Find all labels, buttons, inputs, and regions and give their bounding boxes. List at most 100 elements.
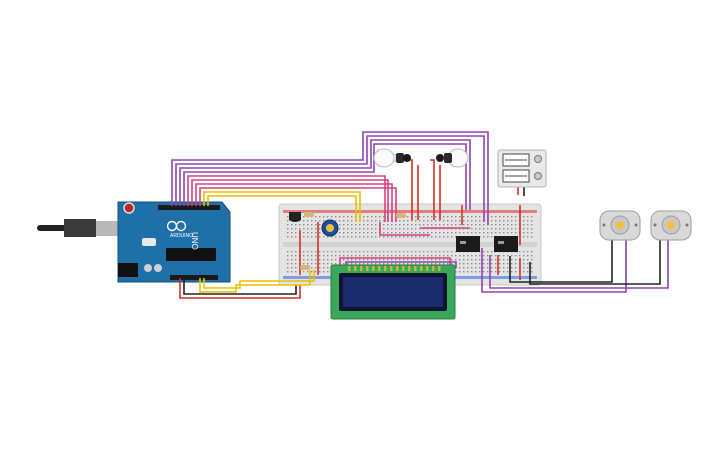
- breadboard-hole: [375, 228, 377, 230]
- breadboard-hole: [295, 228, 297, 230]
- breadboard-hole: [339, 228, 341, 230]
- breadboard-hole: [491, 267, 493, 269]
- breadboard-hole: [491, 216, 493, 218]
- breadboard-hole: [339, 236, 341, 238]
- breadboard-hole: [459, 220, 461, 222]
- breadboard-hole: [395, 263, 397, 265]
- power-supply[interactable]: [497, 149, 547, 188]
- breadboard-hole: [387, 228, 389, 230]
- breadboard-hole: [351, 255, 353, 257]
- breadboard-hole: [531, 263, 533, 265]
- breadboard-hole: [395, 228, 397, 230]
- breadboard-hole: [331, 259, 333, 261]
- breadboard-hole: [343, 228, 345, 230]
- breadboard-hole: [379, 220, 381, 222]
- breadboard-hole: [467, 216, 469, 218]
- lamp-2[interactable]: [436, 148, 469, 168]
- dc-motor-2[interactable]: [650, 210, 692, 241]
- breadboard-hole: [407, 251, 409, 253]
- breadboard-hole: [435, 259, 437, 261]
- breadboard-hole: [291, 267, 293, 269]
- breadboard-hole: [431, 236, 433, 238]
- atmega-chip: [166, 248, 216, 261]
- breadboard-hole: [399, 224, 401, 226]
- breadboard-hole: [531, 232, 533, 234]
- breadboard-hole: [327, 251, 329, 253]
- relay-1[interactable]: [456, 236, 480, 252]
- breadboard-hole: [363, 228, 365, 230]
- breadboard-hole: [511, 271, 513, 273]
- breadboard-hole: [495, 263, 497, 265]
- breadboard-hole: [407, 236, 409, 238]
- breadboard-hole: [435, 232, 437, 234]
- breadboard-hole: [407, 263, 409, 265]
- breadboard-hole: [531, 259, 533, 261]
- breadboard-hole: [407, 216, 409, 218]
- breadboard-hole: [303, 259, 305, 261]
- breadboard-hole: [291, 232, 293, 234]
- breadboard-hole: [367, 224, 369, 226]
- lcd-16x2[interactable]: [330, 264, 456, 320]
- breadboard-hole: [531, 236, 533, 238]
- breadboard-hole: [291, 236, 293, 238]
- breadboard-hole: [319, 232, 321, 234]
- breadboard-hole: [443, 251, 445, 253]
- breadboard-hole: [507, 271, 509, 273]
- breadboard-hole: [459, 224, 461, 226]
- breadboard-hole: [383, 216, 385, 218]
- breadboard-hole: [391, 251, 393, 253]
- breadboard-hole: [483, 251, 485, 253]
- breadboard-hole: [431, 224, 433, 226]
- breadboard-hole: [307, 263, 309, 265]
- breadboard-hole: [463, 263, 465, 265]
- relay-2[interactable]: [494, 236, 518, 252]
- breadboard-hole: [455, 232, 457, 234]
- potentiometer[interactable]: [321, 219, 339, 237]
- breadboard-hole: [459, 216, 461, 218]
- breadboard-hole: [323, 251, 325, 253]
- breadboard-hole: [303, 271, 305, 273]
- breadboard-hole: [499, 216, 501, 218]
- wire-pink: [339, 257, 451, 270]
- breadboard-hole: [451, 232, 453, 234]
- breadboard-hole: [387, 224, 389, 226]
- breadboard-hole: [379, 255, 381, 257]
- lcd-pin: [438, 266, 441, 271]
- breadboard-hole: [503, 224, 505, 226]
- breadboard-hole: [463, 220, 465, 222]
- breadboard-hole: [379, 216, 381, 218]
- breadboard-hole: [511, 224, 513, 226]
- breadboard-hole: [523, 236, 525, 238]
- arduino-uno[interactable]: ARDUINO UNO: [37, 201, 231, 283]
- breadboard-hole: [295, 236, 297, 238]
- breadboard-hole: [291, 228, 293, 230]
- breadboard-hole: [323, 259, 325, 261]
- breadboard-hole: [423, 220, 425, 222]
- capacitor: [154, 264, 162, 272]
- breadboard-hole: [295, 267, 297, 269]
- breadboard-hole: [359, 255, 361, 257]
- breadboard-hole: [487, 259, 489, 261]
- wire-pink: [195, 183, 393, 222]
- breadboard-hole: [339, 216, 341, 218]
- breadboard-hole: [503, 267, 505, 269]
- dc-motor-1[interactable]: [599, 210, 641, 241]
- breadboard-hole: [479, 220, 481, 222]
- breadboard-hole: [423, 255, 425, 257]
- lamp-1[interactable]: [373, 148, 411, 168]
- breadboard-hole: [383, 263, 385, 265]
- breadboard-hole: [531, 255, 533, 257]
- breadboard-hole: [467, 232, 469, 234]
- breadboard-hole: [423, 251, 425, 253]
- breadboard-hole: [515, 259, 517, 261]
- breadboard-hole: [331, 251, 333, 253]
- breadboard-hole: [435, 224, 437, 226]
- breadboard-hole: [427, 232, 429, 234]
- breadboard-hole: [363, 263, 365, 265]
- temperature-sensor[interactable]: [289, 212, 301, 222]
- breadboard-hole: [479, 267, 481, 269]
- reset-button[interactable]: [123, 202, 135, 214]
- breadboard-hole: [443, 220, 445, 222]
- breadboard-hole: [479, 224, 481, 226]
- breadboard-hole: [339, 224, 341, 226]
